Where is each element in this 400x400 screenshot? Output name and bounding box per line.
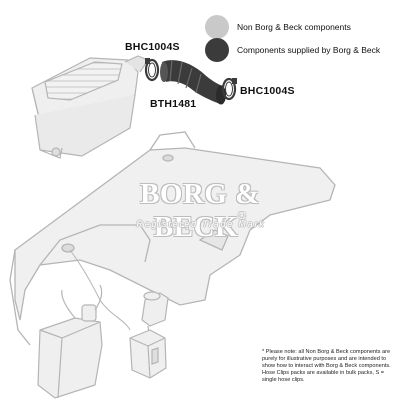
vacuum-line xyxy=(69,249,131,331)
part-label-clip-top: BHC1004S xyxy=(125,41,180,53)
legend-item-non-borg: Non Borg & Beck components xyxy=(205,15,351,39)
engine-bay-outline xyxy=(9,131,336,346)
intake-resonator xyxy=(129,329,167,379)
footnote: * Please note: all Non Borg & Beck compo… xyxy=(262,349,391,383)
watermark-brand: BORG & BECK® xyxy=(140,178,260,243)
watermark-tagline: Registered Trade Mark xyxy=(136,219,266,229)
part-label-clip-right: BHC1004S xyxy=(240,85,295,97)
air-filter-box xyxy=(31,55,149,159)
hose-connector xyxy=(141,291,169,341)
part-label-hose: BTH1481 xyxy=(150,98,197,110)
coolant-reservoir xyxy=(37,284,103,399)
legend-label: Non Borg & Beck components xyxy=(237,22,351,32)
legend-swatch-dark xyxy=(205,38,229,62)
legend-item-borg-beck: Components supplied by Borg & Beck xyxy=(205,38,380,62)
legend-swatch-light xyxy=(205,15,229,39)
hose-clip-top xyxy=(144,58,160,82)
hose-clip-right xyxy=(221,77,237,101)
legend-label: Components supplied by Borg & Beck xyxy=(237,45,381,55)
